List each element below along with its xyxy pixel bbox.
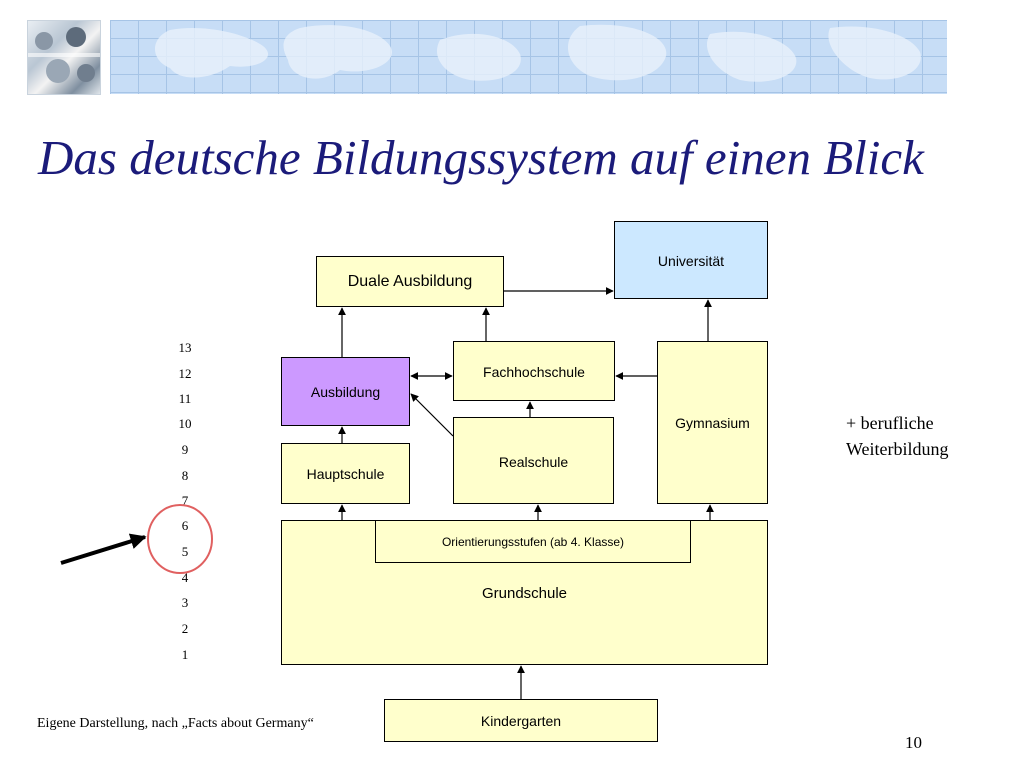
box-kindergarten-label: Kindergarten bbox=[480, 713, 562, 729]
year-label-5: 5 bbox=[181, 544, 189, 559]
box-hauptschule-label: Hauptschule bbox=[306, 465, 385, 482]
box-kindergarten: Kindergarten bbox=[384, 699, 658, 742]
year-label-4: 4 bbox=[181, 570, 189, 585]
highlight-circle bbox=[147, 504, 213, 574]
side-note-line-2: Weiterbildung bbox=[846, 439, 949, 459]
year-label-1: 1 bbox=[181, 647, 189, 662]
side-note: + berufliche Weiterbildung bbox=[846, 410, 949, 462]
side-note-line-1: + berufliche bbox=[846, 413, 934, 433]
year-label-7: 7 bbox=[181, 493, 189, 508]
year-label-10: 10 bbox=[178, 416, 192, 431]
box-fachhochschule: Fachhochschule bbox=[453, 341, 615, 401]
box-hauptschule: Hauptschule bbox=[281, 443, 410, 504]
year-label-11: 11 bbox=[178, 391, 192, 406]
box-orientierungsstufen: Orientierungsstufen (ab 4. Klasse) bbox=[375, 520, 691, 563]
slide-title: Das deutsche Bildungssystem auf einen Bl… bbox=[38, 130, 924, 185]
year-label-13: 13 bbox=[178, 340, 192, 355]
box-gymnasium: Gymnasium bbox=[657, 341, 768, 504]
header-photo bbox=[27, 20, 101, 95]
world-map-icon bbox=[155, 24, 921, 82]
box-ausbildung: Ausbildung bbox=[281, 357, 410, 426]
box-duale-ausbildung: Duale Ausbildung bbox=[316, 256, 504, 307]
world-map-banner bbox=[110, 20, 947, 94]
box-ausbildung-label: Ausbildung bbox=[310, 383, 381, 400]
year-label-2: 2 bbox=[181, 621, 189, 636]
box-realschule-label: Realschule bbox=[498, 454, 569, 470]
box-fachhochschule-label: Fachhochschule bbox=[483, 364, 585, 380]
box-orientierungsstufen-label: Orientierungsstufen (ab 4. Klasse) bbox=[441, 534, 625, 549]
box-duale-ausbildung-label: Duale Ausbildung bbox=[347, 272, 473, 290]
year-label-3: 3 bbox=[181, 595, 189, 610]
photo-collage-icon bbox=[28, 27, 100, 83]
arrow-realschule-to-ausbildung bbox=[410, 393, 454, 437]
year-label-6: 6 bbox=[181, 518, 189, 533]
box-universitaet-label: Universität bbox=[657, 253, 725, 269]
pointer-arrow bbox=[60, 533, 147, 565]
source-caption: Eigene Darstellung, nach „Facts about Ge… bbox=[37, 716, 314, 731]
box-realschule: Realschule bbox=[453, 417, 614, 504]
page-number: 10 bbox=[905, 733, 922, 752]
box-universitaet: Universität bbox=[614, 221, 768, 299]
year-label-9: 9 bbox=[181, 442, 189, 457]
box-gymnasium-label: Gymnasium bbox=[675, 414, 750, 431]
box-grundschule-label: Grundschule bbox=[481, 585, 568, 602]
year-label-8: 8 bbox=[181, 468, 189, 483]
year-label-12: 12 bbox=[178, 366, 192, 381]
